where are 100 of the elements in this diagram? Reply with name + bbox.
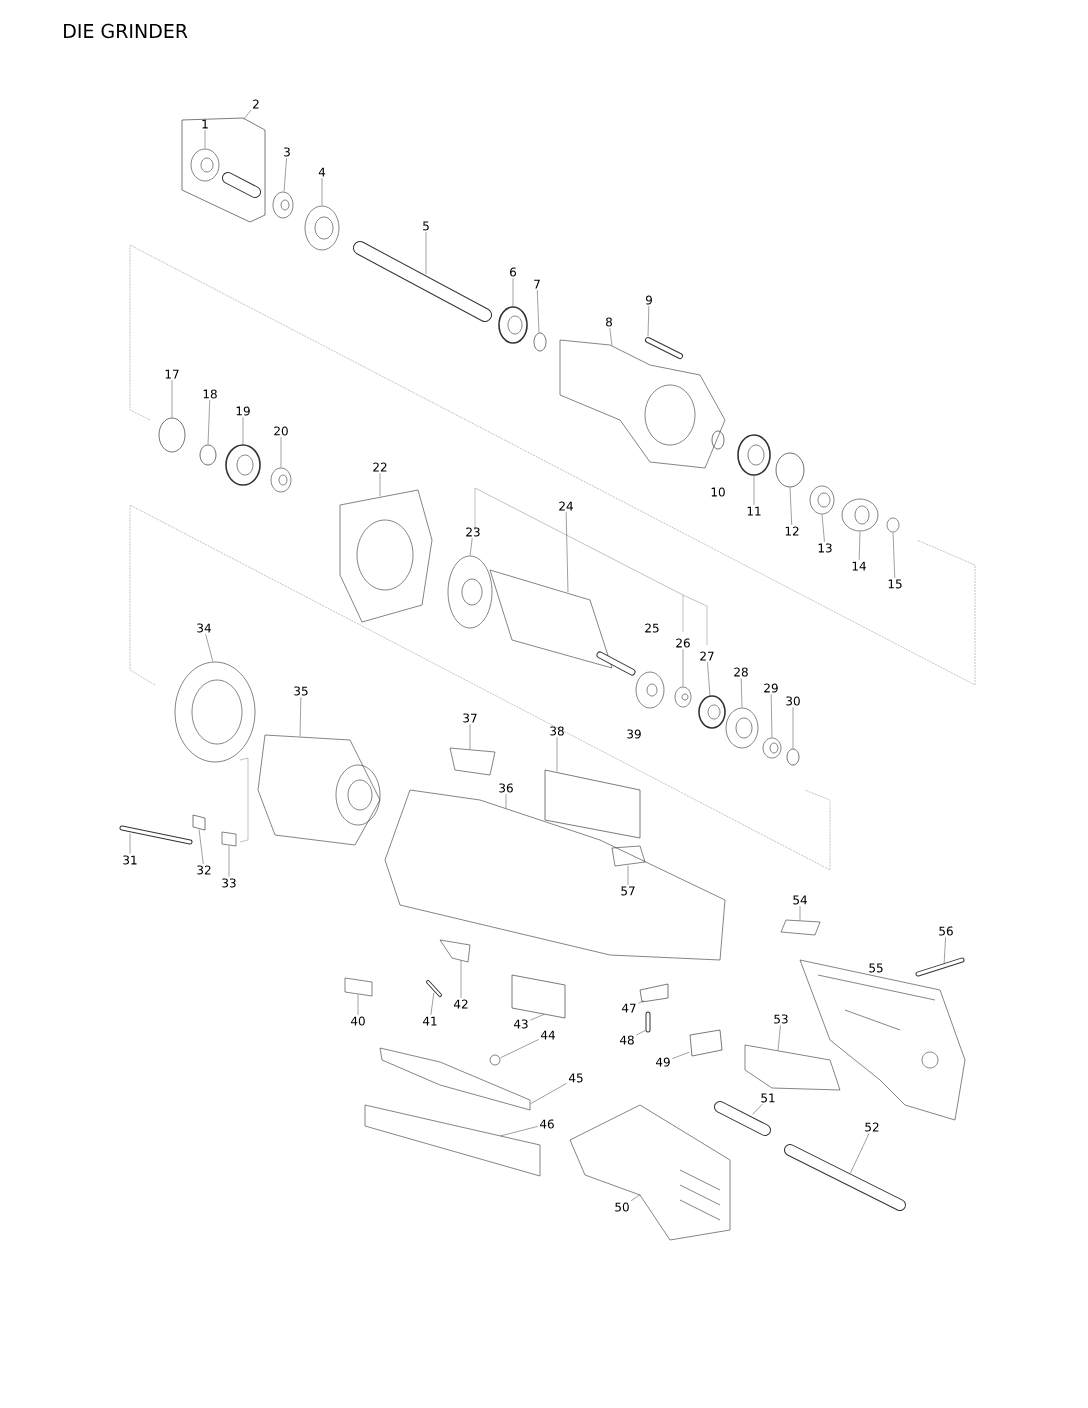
part-drawing — [674, 686, 692, 708]
part-drawing — [569, 1104, 731, 1241]
callout-number: 3 — [284, 147, 290, 157]
callout-number: 45 — [568, 1073, 583, 1083]
ring-drawing — [199, 444, 217, 466]
ring-drawing — [711, 430, 725, 450]
part-drawing — [698, 695, 726, 729]
callout-number: 39 — [627, 729, 641, 739]
leader-line — [821, 514, 825, 542]
leader-line — [530, 1083, 567, 1104]
part-drawing — [225, 444, 261, 486]
leader-line — [556, 737, 558, 772]
part-drawing — [364, 1104, 541, 1177]
callout-number: 1 — [202, 119, 208, 129]
callout-number: 42 — [453, 999, 468, 1009]
callout-number: 26 — [676, 638, 690, 648]
part-drawing — [339, 489, 433, 623]
part-drawing — [449, 747, 496, 776]
callout-number: 12 — [785, 526, 799, 536]
callout-number: 49 — [655, 1057, 670, 1067]
callout-number: 48 — [619, 1035, 634, 1045]
leader-line — [205, 634, 214, 662]
callout-number: 31 — [123, 855, 137, 865]
callout-number: 30 — [786, 696, 800, 706]
callout-number: 35 — [294, 686, 308, 696]
callout-number: 6 — [510, 267, 517, 277]
leader-line — [207, 400, 210, 445]
callout-number: 28 — [734, 667, 748, 677]
leader-line — [799, 905, 801, 921]
part-drawing — [426, 980, 442, 997]
leader-line — [171, 379, 173, 418]
leader-line — [242, 417, 244, 445]
part-drawing — [559, 339, 726, 469]
leader-line — [630, 1194, 641, 1202]
callout-number: 9 — [645, 295, 652, 305]
callout-number: 4 — [318, 167, 326, 177]
callout-number: 57 — [621, 886, 635, 896]
leader-line — [204, 129, 206, 149]
part-drawing — [737, 434, 771, 476]
callout-number: 38 — [550, 726, 564, 736]
part-drawing — [221, 831, 237, 847]
part-drawing — [344, 977, 373, 997]
part-drawing — [784, 1144, 906, 1211]
callout-number: 7 — [534, 279, 540, 289]
leader-line — [753, 475, 755, 506]
part-outline — [192, 814, 206, 831]
part-drawing — [353, 241, 492, 322]
leader-line — [565, 511, 569, 593]
leader-line — [682, 649, 684, 687]
leader-line — [638, 1000, 645, 1004]
part-drawing — [379, 1047, 531, 1111]
part-drawing — [780, 919, 821, 936]
leader-line — [425, 231, 427, 275]
leader-line — [280, 437, 282, 468]
callout-number: 46 — [539, 1119, 554, 1129]
callout-number: 52 — [865, 1122, 879, 1132]
leader-line — [469, 538, 473, 556]
leader-line — [469, 724, 471, 750]
part-drawing — [174, 661, 256, 763]
leader-line — [357, 994, 359, 1015]
leader-line — [792, 707, 794, 749]
leader-line — [500, 1039, 539, 1058]
leader-line — [636, 1030, 646, 1036]
callout-number: 36 — [499, 783, 513, 793]
callout-number: 32 — [197, 865, 211, 875]
callout-number: 53 — [774, 1014, 788, 1024]
callout-number: 27 — [700, 651, 714, 661]
leader-line — [892, 532, 895, 579]
leader-line — [627, 865, 629, 886]
ring-drawing — [786, 748, 800, 766]
callout-number: 14 — [852, 561, 866, 571]
leader-line — [283, 158, 287, 192]
callout-number: 15 — [888, 579, 902, 589]
leader-line — [777, 1025, 781, 1051]
leader-line — [228, 845, 230, 877]
leader-line — [512, 278, 514, 307]
callout-number: 2 — [253, 99, 259, 109]
part-drawing — [611, 845, 646, 867]
leader-line — [243, 109, 252, 120]
part-drawing — [725, 707, 759, 749]
callout-number: 23 — [466, 527, 480, 537]
callout-number: 33 — [222, 878, 236, 888]
callout-number: 43 — [513, 1019, 528, 1029]
callout-number: 17 — [165, 369, 179, 379]
leader-line — [740, 678, 743, 708]
leader-line — [430, 992, 435, 1016]
callout-number: 41 — [422, 1016, 437, 1026]
callout-number: 20 — [274, 426, 288, 436]
leader-line — [129, 833, 131, 854]
leader-line — [752, 1103, 763, 1115]
part-drawing — [886, 517, 900, 533]
part-drawing — [304, 205, 340, 251]
callout-number: 29 — [764, 683, 778, 693]
callout-number: 50 — [615, 1202, 629, 1212]
callout-number: 24 — [559, 501, 573, 511]
leader-line — [530, 1014, 545, 1021]
part-outline — [689, 1029, 723, 1057]
callout-number: 25 — [645, 623, 659, 633]
leader-line — [943, 937, 946, 965]
part-drawing — [272, 191, 294, 219]
